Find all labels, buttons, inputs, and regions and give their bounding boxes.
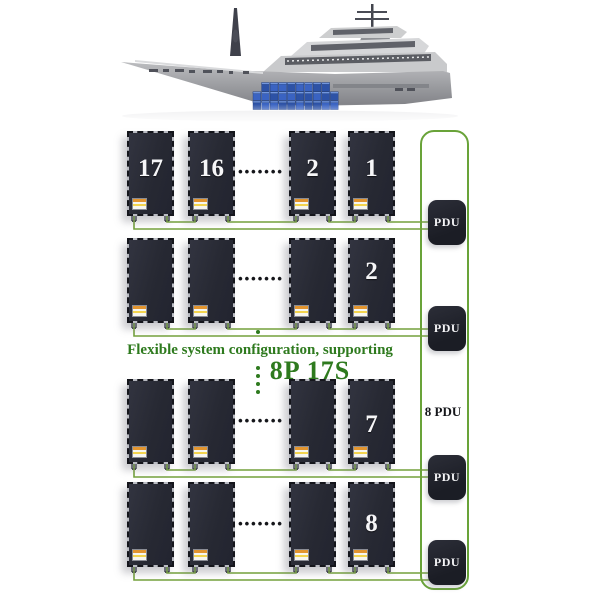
series-wire bbox=[387, 567, 430, 574]
vertical-continuation-dot bbox=[256, 330, 260, 334]
vertical-continuation-dot bbox=[256, 390, 260, 394]
module-sticker bbox=[353, 198, 368, 210]
battery-module-row2-a bbox=[127, 238, 174, 323]
superstructure bbox=[263, 26, 447, 72]
series-wire bbox=[166, 216, 196, 223]
module-sticker bbox=[132, 198, 147, 210]
battery-module-row4-c bbox=[289, 482, 336, 567]
series-wire bbox=[387, 323, 430, 330]
module-sticker bbox=[353, 549, 368, 561]
main-mast bbox=[230, 8, 241, 56]
vertical-continuation-dot bbox=[256, 374, 260, 378]
battery-module-row4-8: 8 bbox=[348, 482, 395, 567]
module-sticker bbox=[353, 446, 368, 458]
series-wire bbox=[133, 567, 430, 581]
module-sticker bbox=[193, 446, 208, 458]
pdu-unit-4: PDU bbox=[428, 540, 466, 585]
battery-module-row3-c bbox=[289, 379, 336, 464]
module-sticker bbox=[132, 549, 147, 561]
pdu-label: PDU bbox=[433, 470, 461, 484]
module-number: 2 bbox=[306, 155, 319, 182]
module-number: 17 bbox=[138, 155, 163, 182]
module-number: 1 bbox=[365, 155, 378, 182]
battery-module-row3-a bbox=[127, 379, 174, 464]
vertical-continuation-dot bbox=[256, 382, 260, 386]
series-wire bbox=[133, 323, 430, 337]
module-sticker bbox=[193, 198, 208, 210]
battery-module-row1-17: 17 bbox=[127, 131, 174, 216]
series-wire bbox=[328, 464, 356, 471]
series-wire bbox=[227, 323, 297, 330]
battery-module-row3-b bbox=[188, 379, 235, 464]
series-wire bbox=[133, 464, 430, 478]
module-sticker bbox=[294, 198, 309, 210]
series-wire bbox=[387, 464, 430, 471]
series-wire bbox=[227, 567, 297, 574]
battery-module-row2-2: 2 bbox=[348, 238, 395, 323]
series-wire bbox=[328, 323, 356, 330]
series-wire bbox=[166, 567, 196, 574]
pdu-label: PDU bbox=[433, 215, 461, 229]
battery-module-row3-7: 7 bbox=[348, 379, 395, 464]
series-wire bbox=[166, 323, 196, 330]
series-wire bbox=[328, 567, 356, 574]
row-continuation-dots: ••••••• bbox=[238, 271, 284, 286]
battery-module-row4-a bbox=[127, 482, 174, 567]
yacht-illustration bbox=[105, 4, 460, 124]
pdu-unit-3: PDU bbox=[428, 455, 466, 500]
pdu-unit-2: PDU bbox=[428, 306, 466, 351]
vertical-continuation-dot bbox=[256, 366, 260, 370]
battery-module-row2-b bbox=[188, 238, 235, 323]
row-continuation-dots: ••••••• bbox=[238, 516, 284, 531]
battery-module-row1-1: 1 bbox=[348, 131, 395, 216]
battery-module-row1-16: 16 bbox=[188, 131, 235, 216]
module-sticker bbox=[353, 305, 368, 317]
row-continuation-dots: ••••••• bbox=[238, 164, 284, 179]
module-number: 7 bbox=[365, 411, 378, 438]
module-sticker bbox=[294, 549, 309, 561]
porthole-windows bbox=[149, 69, 415, 91]
battery-module-row4-b bbox=[188, 482, 235, 567]
pdu-count-label: 8 PDU bbox=[424, 404, 462, 419]
series-wire bbox=[387, 216, 430, 223]
row-continuation-dots: ••••••• bbox=[238, 413, 284, 428]
caption-line1: Flexible system configuration, supportin… bbox=[127, 342, 393, 358]
series-wire bbox=[166, 464, 196, 471]
series-wire bbox=[133, 216, 430, 230]
module-sticker bbox=[193, 305, 208, 317]
module-number: 8 bbox=[365, 510, 378, 537]
module-sticker bbox=[294, 446, 309, 458]
series-wire bbox=[328, 216, 356, 223]
module-sticker bbox=[193, 549, 208, 561]
pdu-label: PDU bbox=[433, 555, 461, 569]
series-wire bbox=[227, 464, 297, 471]
pdu-label: PDU bbox=[433, 321, 461, 335]
series-wire bbox=[227, 216, 297, 223]
module-sticker bbox=[294, 305, 309, 317]
module-sticker bbox=[132, 305, 147, 317]
pdu-panel-outline bbox=[420, 130, 469, 590]
module-sticker bbox=[132, 446, 147, 458]
battery-module-row1-2: 2 bbox=[289, 131, 336, 216]
module-number: 16 bbox=[199, 155, 224, 182]
battery-module-row2-c bbox=[289, 238, 336, 323]
pdu-unit-1: PDU bbox=[428, 200, 466, 245]
module-number: 2 bbox=[365, 258, 378, 285]
